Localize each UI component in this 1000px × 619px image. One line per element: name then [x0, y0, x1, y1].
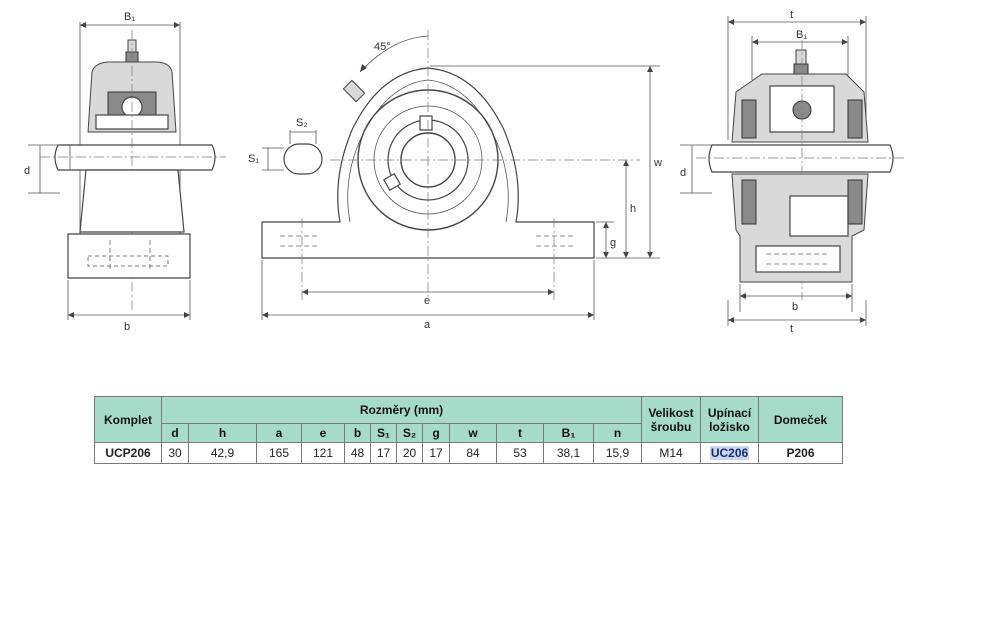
cell-dim: 20 — [396, 442, 423, 464]
left-dim-d-label: d — [24, 165, 30, 177]
header-dim: e — [301, 423, 345, 443]
header-dim: b — [344, 423, 371, 443]
front-dim-g-label: g — [610, 237, 616, 249]
header-komplet: Komplet — [94, 396, 162, 443]
cell-dim: 38,1 — [543, 442, 594, 464]
header-rozmery: Rozměry (mm) — [161, 396, 642, 424]
front-dim-h-label: h — [630, 203, 636, 215]
cell-dim: 53 — [496, 442, 544, 464]
right-dim-b1-label: B₁ — [796, 29, 807, 41]
front-dim-s1-label: S₁ — [248, 153, 259, 165]
cell-dim: 121 — [301, 442, 345, 464]
front-angle-label: 45° — [374, 41, 391, 53]
cell-dim: 30 — [161, 442, 189, 464]
cell-domecek: P206 — [758, 442, 843, 464]
cell-dim: 15,9 — [593, 442, 642, 464]
left-dim-b1-label: B₁ — [124, 11, 135, 23]
front-dim-e-label: e — [424, 295, 430, 307]
header-domecek: Domeček — [758, 396, 843, 443]
header-upinaci-lozisko: Upínací ložisko — [700, 396, 759, 443]
left-dim-b-label: b — [124, 321, 130, 333]
right-dim-d-label: d — [680, 167, 686, 179]
table-row: UCP206 30 42,9 165 121 48 17 20 17 84 53… — [94, 442, 843, 464]
cell-velikost: M14 — [641, 442, 701, 464]
highlighted-text[interactable]: UC206 — [709, 446, 750, 460]
cell-dim: 17 — [370, 442, 397, 464]
header-dim: t — [496, 423, 544, 443]
table-header-row: Komplet Rozměry (mm) Velikost šroubu Upí… — [94, 396, 843, 443]
dimensions-table: Komplet Rozměry (mm) Velikost šroubu Upí… — [94, 396, 843, 464]
front-dim-s2-label: S₂ — [296, 117, 308, 129]
cell-dim: 165 — [256, 442, 302, 464]
table-subheader-row: d h a e b S₁ S₂ g w t B₁ n — [95, 423, 843, 443]
header-dim: n — [593, 423, 642, 443]
front-dim-a-label: a — [424, 319, 431, 331]
technical-drawing: B₁ d b — [24, 9, 904, 335]
cell-dim: 17 — [422, 442, 450, 464]
right-section-view: t B₁ d — [680, 9, 904, 335]
right-dim-t-top-label: t — [790, 9, 793, 21]
front-dim-w-label: w — [653, 157, 662, 169]
right-dim-b-label: b — [792, 301, 798, 313]
cell-dim: 42,9 — [188, 442, 257, 464]
header-dim: h — [188, 423, 257, 443]
header-dim: w — [449, 423, 497, 443]
left-side-view: B₁ d b — [24, 11, 226, 333]
header-dim: S₂ — [396, 423, 423, 443]
header-velikost-sroubu: Velikost šroubu — [641, 396, 701, 443]
header-dim: g — [422, 423, 450, 443]
header-dim: d — [161, 423, 189, 443]
header-dim: S₁ — [370, 423, 397, 443]
right-dim-t-bottom-label: t — [790, 323, 793, 335]
front-view: 45° S₂ S₁ w h g — [248, 30, 662, 331]
cell-upinaci: UC206 — [700, 442, 759, 464]
header-dim: B₁ — [543, 423, 594, 443]
cell-dim: 84 — [449, 442, 497, 464]
cell-dim: 48 — [344, 442, 371, 464]
header-dim: a — [256, 423, 302, 443]
cell-komplet: UCP206 — [94, 442, 162, 464]
